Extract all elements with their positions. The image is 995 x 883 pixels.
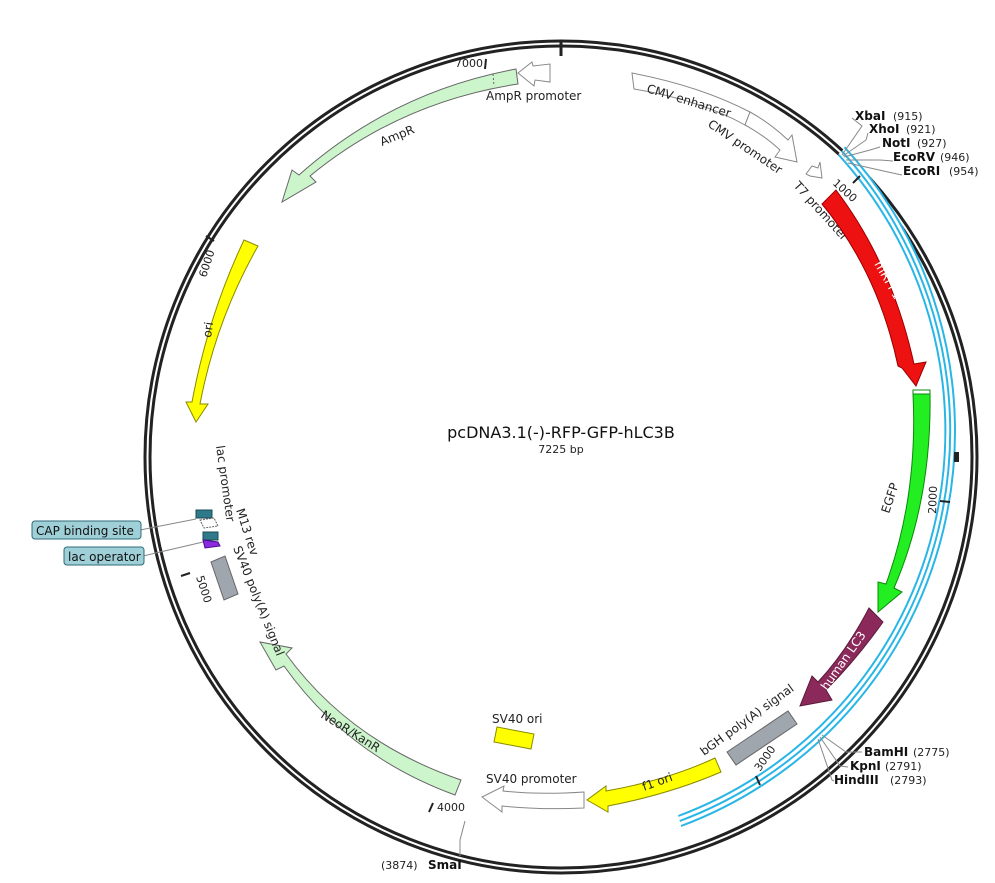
ampr-promoter-label: AmpR promoter: [486, 89, 581, 103]
site-xbai-pos: (915): [893, 110, 923, 123]
sv40-polya-label: SV40 poly(A) signal: [230, 544, 287, 658]
plasmid-length: 7225 bp: [538, 443, 583, 456]
egfp-feature[interactable]: [877, 389, 931, 614]
site-bamhi-name: BamHI: [864, 745, 908, 759]
sv40-ori-feature[interactable]: [493, 726, 535, 750]
site-xbai-name: XbaI: [855, 109, 885, 123]
sv40-ori-label: SV40 ori: [492, 712, 543, 726]
neor-kanr-feature[interactable]: [259, 641, 462, 796]
site-noti-name: NotI: [882, 136, 911, 150]
tick-label-4000: 4000: [437, 801, 465, 814]
cap-binding-site-tag[interactable]: CAP binding site: [31, 518, 197, 540]
plasmid-name: pcDNA3.1(-)-RFP-GFP-hLC3B: [447, 423, 675, 442]
tick-label-5000: 5000: [193, 574, 214, 605]
tick-marks: [180, 41, 959, 813]
sv40-promoter-feature[interactable]: [481, 785, 585, 813]
site-leaders-top: [841, 117, 903, 176]
tick-label-7000: 7000: [455, 57, 483, 70]
cmv-promoter-label: CMV promoter: [705, 117, 785, 177]
ampr-promoter-feature[interactable]: [517, 61, 551, 87]
lac-operator-tag[interactable]: lac operator: [63, 541, 204, 566]
ori-feature[interactable]: [185, 239, 259, 423]
site-bamhi-pos: (2775): [913, 746, 950, 759]
mrfp1-feature[interactable]: [821, 189, 927, 387]
bgh-polya-feature[interactable]: [726, 710, 798, 766]
insert-highlight: [677, 146, 956, 827]
site-kpni-pos: (2791): [885, 760, 922, 773]
lac-features[interactable]: [195, 509, 221, 549]
f1-ori-feature[interactable]: [586, 757, 722, 813]
site-ecori-name: EcoRI: [903, 164, 940, 178]
site-leaders-bottom: [459, 734, 862, 856]
site-smai-name: SmaI: [428, 858, 462, 872]
human-lc3-feature[interactable]: [799, 607, 884, 707]
ori-label: ori: [200, 321, 216, 338]
site-ecorv-pos: (946): [940, 151, 970, 164]
neor-kanr-label: NeoR/KanR: [318, 708, 382, 755]
sv40-polya-feature[interactable]: [210, 555, 239, 601]
site-noti-pos: (927): [917, 137, 947, 150]
site-ecori-pos: (954): [949, 165, 979, 178]
site-xhoi-pos: (921): [906, 123, 936, 136]
site-ecorv-name: EcoRV: [893, 150, 936, 164]
ampr-feature[interactable]: [281, 68, 519, 204]
tick-label-2000: 2000: [926, 486, 940, 514]
cmv-promoter-feature[interactable]: [744, 111, 798, 163]
site-smai-pos: (3874): [381, 859, 418, 872]
lac-operator-label: lac operator: [68, 550, 141, 564]
site-xhoi-name: XhoI: [869, 122, 900, 136]
cap-binding-site-label: CAP binding site: [36, 524, 134, 538]
t7-promoter-feature[interactable]: [805, 161, 823, 179]
site-kpni-name: KpnI: [850, 759, 881, 773]
egfp-label: EGFP: [879, 481, 902, 515]
lac-promoter-label: lac promoter: [213, 444, 238, 522]
site-hindiii-name: HindIII: [834, 773, 879, 787]
site-hindiii-pos: (2793): [890, 774, 927, 787]
sv40-promoter-label: SV40 promoter: [486, 772, 577, 786]
